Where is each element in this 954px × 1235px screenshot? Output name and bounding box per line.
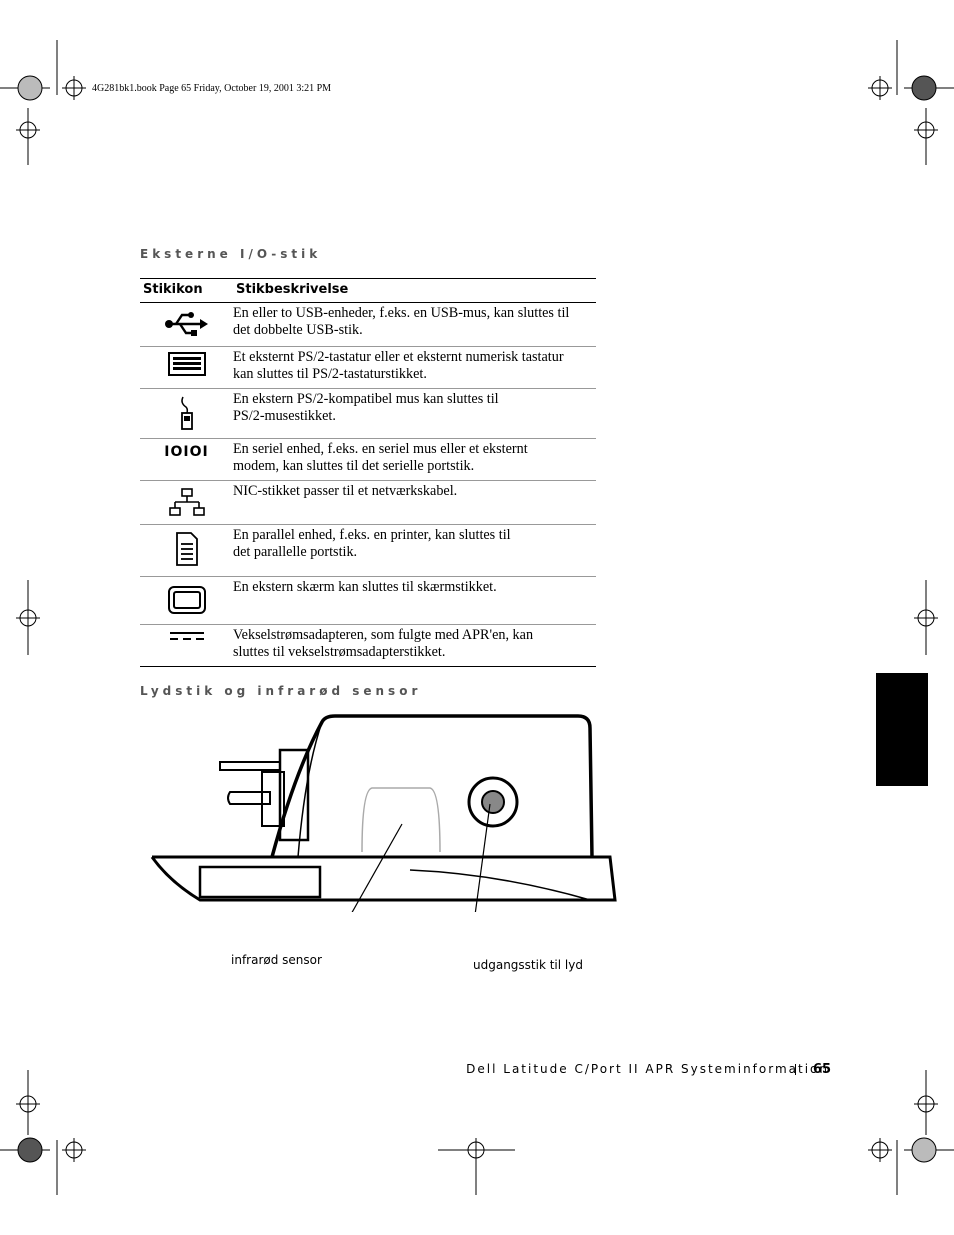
footer-title: Dell Latitude C/Port II APR Systeminform…: [466, 1062, 829, 1076]
section-title-audio: Lydstik og infrarød sensor: [140, 684, 422, 698]
row-description: Et eksternt PS/2-tastatur eller et ekste…: [233, 346, 596, 389]
row-description: En seriel enhed, f.eks. en seriel mus el…: [233, 438, 596, 481]
row-description: En ekstern skærm kan sluttes til skærmst…: [233, 576, 596, 625]
page-number: 65: [813, 1062, 832, 1077]
table-row: En parallel enhed, f.eks. en printer, ka…: [140, 524, 596, 577]
book-slug: 4G281bk1.book Page 65 Friday, October 19…: [92, 83, 332, 94]
serial-port-icon: IOIOI: [140, 438, 233, 481]
row-description: NIC-stikket passer til et netværkskabel.: [233, 480, 596, 525]
network-icon: [140, 480, 233, 525]
row-description: En ekstern PS/2-kompatibel mus kan slutt…: [233, 388, 596, 439]
monitor-icon: [140, 576, 233, 625]
table-row: Et eksternt PS/2-tastatur eller et ekste…: [140, 346, 596, 389]
footer-separator: [795, 1064, 796, 1075]
row-description: Vekselstrømsadapteren, som fulgte med AP…: [233, 624, 596, 667]
keyboard-icon: [140, 346, 233, 389]
serial-port-label: IOIOI: [164, 444, 209, 460]
chapter-tab: [876, 673, 928, 786]
dc-power-icon: [140, 624, 233, 667]
io-connector-table: Stikikon Stikbeskrivelse En: [140, 278, 596, 667]
row-description: En eller to USB-enheder, f.eks. en USB-m…: [233, 302, 596, 347]
table-header-row: Stikikon Stikbeskrivelse: [140, 278, 596, 303]
table-row: En ekstern skærm kan sluttes til skærmst…: [140, 576, 596, 625]
callout-infrared-sensor: infrarød sensor: [231, 953, 322, 967]
callout-audio-output: udgangsstik til lyd: [473, 958, 583, 972]
apr-side-illustration: [150, 714, 617, 912]
header-icon: Stikikon: [140, 278, 233, 303]
mouse-icon: [140, 388, 233, 439]
table-row: En eller to USB-enheder, f.eks. en USB-m…: [140, 302, 596, 347]
table-row: En ekstern PS/2-kompatibel mus kan slutt…: [140, 388, 596, 439]
parallel-printer-icon: [140, 524, 233, 577]
usb-icon: [140, 302, 233, 347]
section-title-io: Eksterne I/O-stik: [140, 247, 322, 261]
table-row: NIC-stikket passer til et netværkskabel.: [140, 480, 596, 525]
header-description: Stikbeskrivelse: [233, 278, 596, 303]
table-row: Vekselstrømsadapteren, som fulgte med AP…: [140, 624, 596, 667]
table-row: IOIOI En seriel enhed, f.eks. en seriel …: [140, 438, 596, 481]
row-description: En parallel enhed, f.eks. en printer, ka…: [233, 524, 596, 577]
